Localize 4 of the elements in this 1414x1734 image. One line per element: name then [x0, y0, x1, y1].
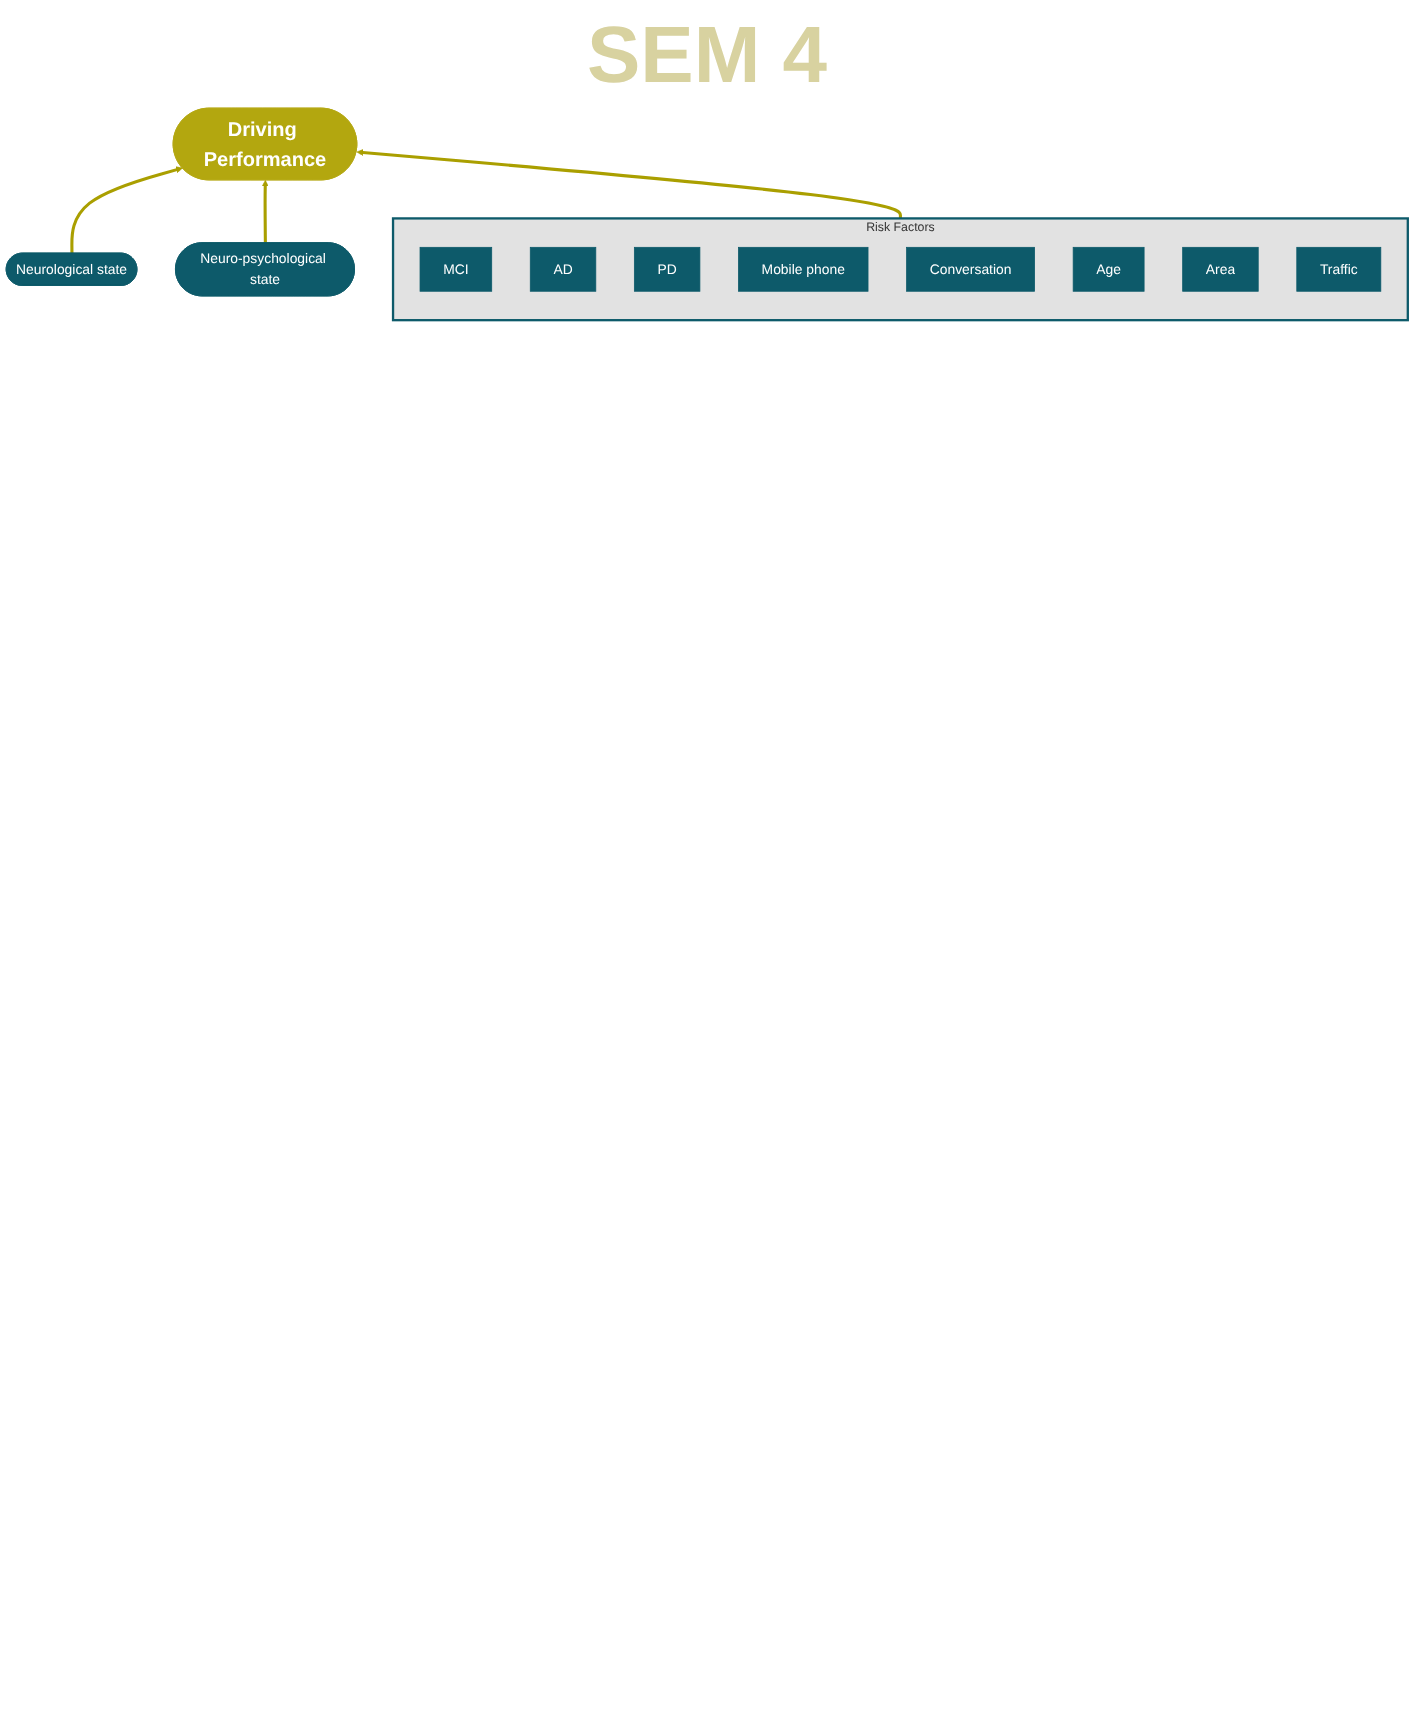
arrow — [261, 179, 269, 244]
arrow — [70, 166, 183, 254]
arrow — [356, 149, 902, 219]
diagram-label: SEM 4 — [586, 12, 828, 100]
